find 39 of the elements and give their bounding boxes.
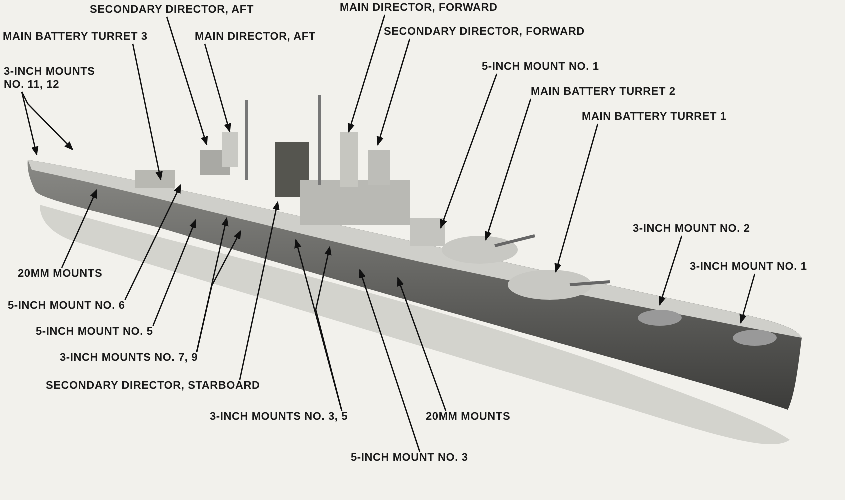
part-label: MAIN BATTERY TURRET 1 [582,111,727,124]
leader-line [166,16,208,146]
leader-line [376,38,411,146]
leader-line [124,184,182,300]
leader-line [21,92,39,156]
leader-line [554,124,599,273]
leader-line [397,277,447,412]
part-label: 5-INCH MOUNT NO. 6 [8,300,126,313]
part-label: 20MM MOUNTS [426,411,511,424]
leader-line [21,92,74,151]
leader-line [440,74,498,229]
part-label: 3-INCH MOUNTS NO. 3, 5 [210,411,348,424]
part-label: SECONDARY DIRECTOR, AFT [90,4,254,17]
part-label: 20MM MOUNTS [18,268,103,281]
leader-line [204,44,232,133]
leader-line [152,219,197,326]
part-label: MAIN DIRECTOR, AFT [195,31,316,44]
part-label: 3-INCH MOUNT NO. 1 [690,261,808,274]
part-label: 5-INCH MOUNT NO. 3 [351,452,468,465]
part-label: MAIN DIRECTOR, FORWARD [340,2,498,15]
part-label: 5-INCH MOUNT NO. 5 [36,326,154,339]
leader-line [239,201,280,380]
part-label: 3-INCH MOUNT NO. 2 [633,223,750,236]
leader-line [196,230,242,352]
leader-line [359,269,421,452]
part-label: 5-INCH MOUNT NO. 1 [482,61,600,74]
leader-line [132,44,163,181]
leader-line [315,246,343,412]
leader-line [485,98,532,241]
part-label: MAIN BATTERY TURRET 2 [531,86,676,99]
part-label: 3-INCH MOUNTS NO. 7, 9 [60,352,198,365]
part-label: MAIN BATTERY TURRET 3 [3,31,148,44]
leader-line [61,189,98,268]
part-label: SECONDARY DIRECTOR, FORWARD [384,26,585,39]
leader-line [659,236,683,306]
leader-line [740,274,756,324]
part-label: 3-INCH MOUNTS NO. 11, 12 [4,66,104,92]
leader-line [348,14,386,133]
part-label: SECONDARY DIRECTOR, STARBOARD [46,380,260,393]
